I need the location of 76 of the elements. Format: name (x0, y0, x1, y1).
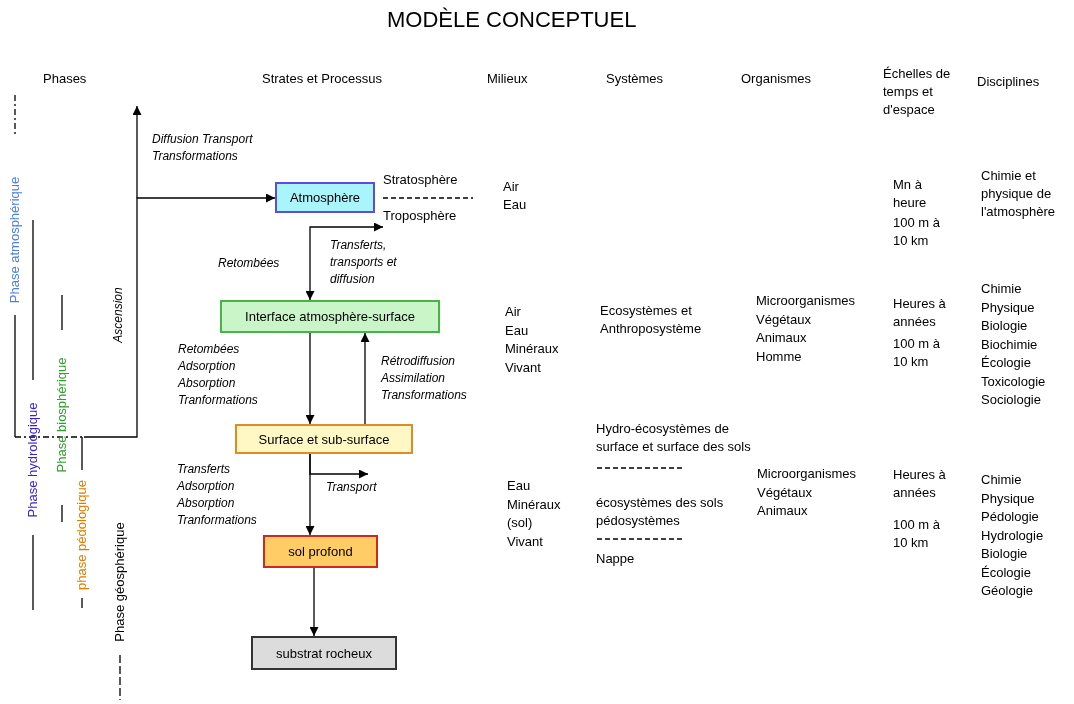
column-header: Milieux (487, 70, 528, 88)
column-header: Organismes (741, 70, 812, 88)
cell-text: Homme (756, 347, 802, 366)
cell-text: Microorganismes (756, 292, 855, 310)
cell-text: Air (503, 178, 519, 196)
cell-text: Hydro-écosystèmes de surface et surface des sols (596, 420, 751, 456)
cell-text: Mn à heure (893, 176, 928, 212)
phase-label: phase pédologique (73, 480, 90, 590)
cell-text: Sociologie (981, 391, 1041, 409)
cell-text: Minéraux (507, 495, 561, 514)
arrow (83, 193, 276, 438)
cell-text: Heures à années (893, 295, 947, 331)
cell-text: Chimie (981, 280, 1022, 298)
process-box: Surface et sub-surface (235, 424, 413, 454)
cell-text: 100 m à 10 km (893, 516, 941, 552)
cell-text: Biologie (981, 317, 1028, 335)
arrow (309, 567, 319, 637)
cell-text: Nappe (596, 550, 635, 568)
cell-text: Hydrologie (981, 526, 1044, 545)
cell-text: Chimie et physique de l'atmosphère (981, 167, 1057, 221)
edge-label: Retombées Adsorption Absorption Tranformations (178, 341, 259, 409)
cell-text: Biologie (981, 545, 1028, 563)
phase-label: Phase atmosphérique (6, 176, 23, 304)
cell-text: Écologie (981, 563, 1031, 582)
column-header: Strates et Processus (262, 70, 382, 88)
cell-text: écosystèmes des sols pédosystèmes (596, 494, 725, 530)
process-box: Interface atmosphère-surface (220, 300, 440, 333)
cell-text: Eau (505, 321, 529, 340)
column-header: Disciplines (977, 73, 1040, 91)
cell-text: Heures à années (893, 466, 947, 502)
edge-label: Rétrodiffusion Assimilation Transformations (381, 353, 468, 404)
edge-label: Transferts, transports et diffusion (330, 237, 398, 288)
cell-text: Biochimie (981, 335, 1038, 354)
column-header: Échelles de temps et d'espace (883, 65, 952, 119)
arrow (309, 453, 369, 479)
cell-text: 100 m à 10 km (893, 335, 941, 371)
cell-text: Physique (981, 298, 1035, 317)
cell-text: Chimie (981, 471, 1022, 489)
arrow (305, 222, 384, 301)
cell-text: Eau (507, 477, 531, 495)
column-header: Systèmes (606, 70, 664, 88)
process-box: substrat rocheux (251, 636, 397, 670)
phase-label: Phase biosphérique (53, 357, 70, 473)
cell-text: Pédologie (981, 508, 1039, 526)
cell-text: Végétaux (757, 483, 812, 502)
cell-text: Minéraux (505, 340, 559, 358)
cell-text: Microorganismes (757, 465, 856, 483)
cell-text: Ecosystèmes et Anthroposystème (600, 302, 703, 338)
cell-text: Eau (503, 196, 527, 214)
diagram-title: MODÈLE CONCEPTUEL (387, 6, 637, 34)
edge-label: Transport (326, 479, 378, 496)
cell-text: Végétaux (756, 310, 811, 329)
cell-text: Physique (981, 489, 1035, 508)
process-box: Atmosphère (275, 182, 375, 213)
layer-label: Stratosphère (383, 170, 478, 188)
arrow (305, 332, 315, 425)
cell-text: Écologie (981, 354, 1031, 372)
cell-text: Air (505, 303, 521, 321)
cell-text: Toxicologie (981, 372, 1046, 391)
edge-label: Diffusion Transport Transformations (152, 131, 254, 165)
process-box: sol profond (263, 535, 378, 568)
cell-text: Vivant (507, 532, 543, 551)
layer-label: Troposphère (383, 206, 478, 224)
axis-label: Ascension (110, 287, 126, 343)
cell-text: 100 m à 10 km (893, 214, 941, 250)
cell-text: Animaux (757, 502, 808, 520)
cell-text: Animaux (756, 329, 807, 347)
phase-label: Phase géosphérique (111, 522, 128, 642)
cell-text: Géologie (981, 582, 1034, 600)
edge-label: Transferts Adsorption Absorption Tranformations (177, 461, 258, 529)
process-label: Retombées (218, 255, 280, 272)
arrow (360, 332, 370, 425)
cell-text: (sol) (507, 514, 533, 532)
phase-label: Phase hydrologique (24, 402, 41, 518)
cell-text: Vivant (505, 358, 541, 377)
column-header: Phases (43, 70, 87, 88)
